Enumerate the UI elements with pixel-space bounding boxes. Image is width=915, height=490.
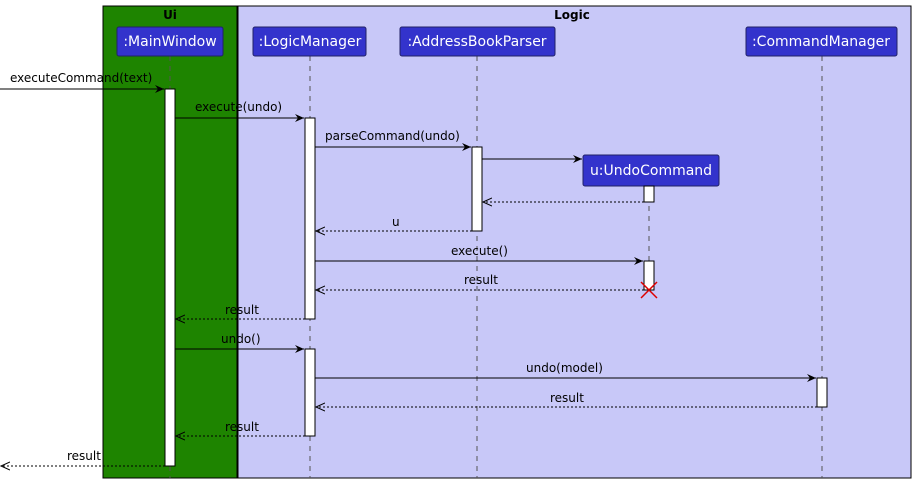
message-undo-model-label: undo(model) bbox=[526, 361, 603, 375]
participant-logic-manager: :LogicManager bbox=[252, 26, 367, 57]
return-u-label: u bbox=[392, 215, 400, 229]
participant-logic-manager-label: :LogicManager bbox=[259, 34, 362, 50]
message-undo: undo() bbox=[175, 332, 304, 353]
participant-address-book-parser-label: :AddressBookParser bbox=[407, 34, 546, 50]
activation-logic-manager-2 bbox=[304, 348, 316, 437]
return-result-4: result bbox=[176, 420, 305, 436]
return-result-2-label: result bbox=[225, 303, 259, 317]
activation-command-manager bbox=[816, 377, 828, 408]
message-execute-label: execute() bbox=[451, 244, 508, 258]
message-undo-model: undo(model) bbox=[315, 361, 816, 382]
activation-logic-manager-1 bbox=[304, 117, 316, 320]
participant-main-window-label: :MainWindow bbox=[123, 34, 216, 50]
activation-main-window bbox=[164, 88, 176, 467]
participant-logic-manager-box bbox=[252, 26, 367, 57]
return-result-1: result bbox=[316, 273, 644, 290]
message-execute: execute() bbox=[315, 244, 643, 265]
group-logic: Logic bbox=[237, 5, 912, 479]
group-logic-label: Logic bbox=[554, 8, 590, 22]
message-undo-label: undo() bbox=[221, 332, 261, 346]
return-result-4-label: result bbox=[225, 420, 259, 434]
group-ui-label: Ui bbox=[163, 8, 177, 22]
participant-undo-command-label: u:UndoCommand bbox=[590, 163, 712, 179]
destroy-undo-command bbox=[640, 281, 658, 299]
message-parse-command: parseCommand(undo) bbox=[315, 129, 471, 151]
participant-address-book-parser: :AddressBookParser bbox=[399, 26, 556, 57]
return-result-1-label: result bbox=[464, 273, 498, 287]
group-logic-box bbox=[237, 5, 912, 479]
participant-command-manager: :CommandManager bbox=[745, 26, 898, 57]
return-u: u bbox=[316, 215, 472, 231]
participant-main-window-box bbox=[116, 26, 224, 57]
return-result-5-label: result bbox=[67, 449, 101, 463]
participant-main-window: :MainWindow bbox=[116, 26, 224, 57]
message-execute-undo: execute(undo) bbox=[175, 100, 304, 122]
return-result-3: result bbox=[316, 391, 817, 407]
return-result-5: result bbox=[1, 449, 165, 466]
message-execute-undo-label: execute(undo) bbox=[195, 100, 282, 114]
activation-undo-command-1 bbox=[643, 185, 655, 203]
message-execute-command-label: executeCommand(text) bbox=[10, 71, 152, 85]
destroy-mark-stroke-2 bbox=[640, 281, 658, 299]
return-result-2: result bbox=[176, 303, 305, 319]
participant-address-book-parser-box bbox=[399, 26, 556, 57]
participant-command-manager-label: :CommandManager bbox=[752, 34, 890, 50]
activation-address-book-parser bbox=[471, 146, 483, 232]
participant-undo-command: u:UndoCommand bbox=[582, 154, 720, 187]
message-execute-command: executeCommand(text) bbox=[0, 71, 164, 93]
return-result-3-label: result bbox=[550, 391, 584, 405]
participant-command-manager-box bbox=[745, 26, 898, 57]
message-parse-command-label: parseCommand(undo) bbox=[325, 129, 460, 143]
